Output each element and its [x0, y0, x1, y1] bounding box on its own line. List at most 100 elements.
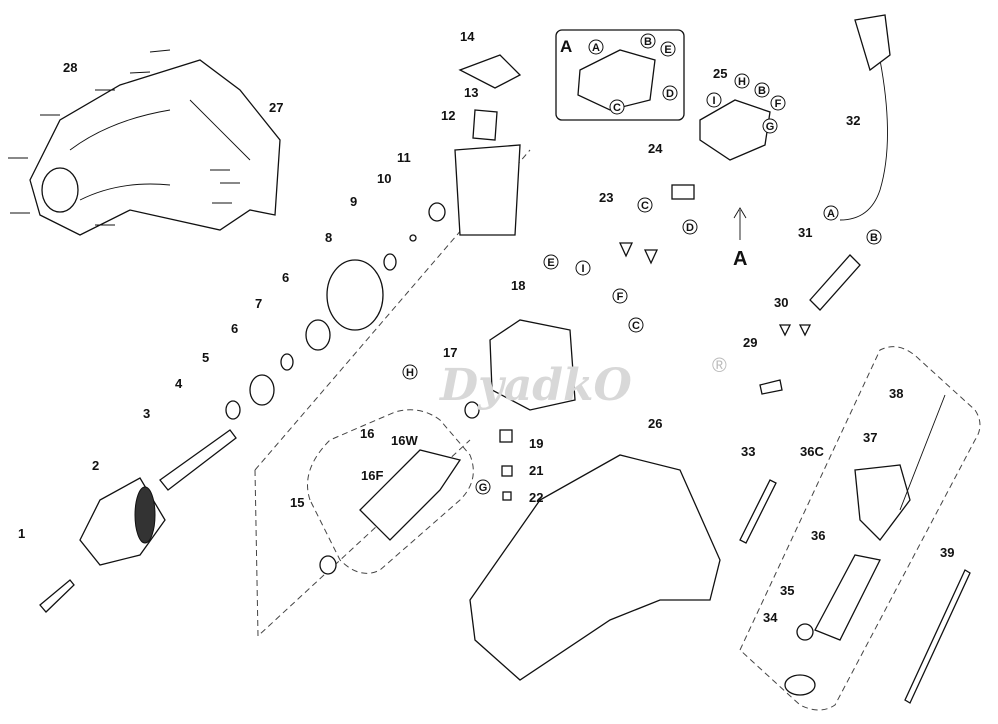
part-label: 6 [231, 321, 238, 336]
wire-label-text: B [758, 85, 766, 97]
wire-label-text: D [666, 88, 674, 100]
stator [489, 319, 576, 411]
chuck [79, 477, 166, 566]
wire-label: I [575, 260, 591, 276]
part-label: 33 [741, 444, 755, 459]
label-circle [734, 73, 750, 89]
switch-25 [699, 99, 771, 161]
housing-half [29, 59, 281, 236]
wire-label-text: A [592, 42, 600, 54]
wire-label: D [682, 219, 698, 235]
wire-label: C [609, 99, 625, 115]
part-label: 13 [464, 85, 478, 100]
nut-35 [796, 623, 814, 641]
brush-holder [499, 429, 513, 443]
part-label: 15 [290, 495, 304, 510]
washer-34 [784, 674, 816, 696]
wire-label-text: D [686, 222, 694, 234]
armature [359, 449, 462, 541]
wire-label-text: E [664, 44, 671, 56]
aux-handle [814, 554, 881, 641]
label-circle [754, 82, 770, 98]
wire-label-text: F [617, 291, 624, 303]
ball [409, 234, 417, 242]
depth-stop [904, 569, 971, 704]
part-label: 6 [282, 270, 289, 285]
screws-30 [778, 324, 812, 337]
wire-label: B [754, 82, 770, 98]
label-circle [588, 39, 604, 55]
part-label: 2 [92, 458, 99, 473]
wire-label: I [706, 92, 722, 108]
part-label: 29 [743, 335, 757, 350]
label-circle [823, 205, 839, 221]
handle-group-outline [739, 346, 981, 711]
wire-label: A [823, 205, 839, 221]
wire-label-text: H [406, 367, 414, 379]
wire-label-text: C [613, 102, 621, 114]
label-circle [866, 229, 882, 245]
wire-label: G [475, 479, 491, 495]
part-label: 38 [889, 386, 903, 401]
circlip [280, 353, 294, 371]
wire-label-text: G [479, 482, 488, 494]
wire-label: D [662, 85, 678, 101]
wire-label-text: C [632, 320, 640, 332]
screw-23 [618, 242, 659, 265]
bearing-plate [454, 144, 521, 236]
part-label: 25 [713, 66, 727, 81]
label-circle [762, 118, 778, 134]
part-label: 7 [255, 296, 262, 311]
part-label: 26 [648, 416, 662, 431]
label-circle [575, 260, 591, 276]
part-label: 1 [18, 526, 25, 541]
handle-clamp [854, 464, 911, 541]
view-label: A [733, 248, 747, 270]
wire-label: E [543, 254, 559, 270]
wire-label-text: I [712, 95, 715, 107]
wire-label: B [640, 33, 656, 49]
wire-label-text: C [641, 200, 649, 212]
wire-label: H [734, 73, 750, 89]
part-label: 27 [269, 100, 283, 115]
part-label: 8 [325, 230, 332, 245]
label-circle [706, 92, 722, 108]
cord-clamp-29 [759, 379, 783, 395]
wire-label-text: A [827, 208, 835, 220]
sleeve-bearing [428, 202, 446, 222]
watermark-text: DyadkO [438, 360, 632, 411]
label-circle [682, 219, 698, 235]
part-label: 11 [397, 150, 411, 165]
label-circle [543, 254, 559, 270]
part-label: 32 [846, 113, 860, 128]
label-circle [612, 288, 628, 304]
part-label: 9 [350, 194, 357, 209]
wire-label: A [588, 39, 604, 55]
label-circle [640, 33, 656, 49]
drill-housing [469, 454, 721, 681]
wire-label-text: I [581, 263, 584, 275]
chuck-screw [39, 579, 75, 613]
label-circle [637, 197, 653, 213]
wire-label-text: H [738, 76, 746, 88]
circlip [383, 253, 397, 271]
ring [225, 400, 241, 420]
chuck-key [739, 479, 777, 544]
part-label: 36 [811, 528, 825, 543]
part-label: 14 [460, 29, 475, 44]
bearing-15 [319, 555, 337, 575]
part-label: 23 [599, 190, 613, 205]
plug [854, 14, 891, 72]
part-label: 37 [863, 430, 877, 445]
label-circle [770, 95, 786, 111]
power-cord [839, 59, 888, 221]
part-label: 12 [441, 108, 455, 123]
part-label: 34 [763, 610, 778, 625]
wire-label: H [402, 364, 418, 380]
plate [472, 109, 498, 141]
registered-mark: ® [712, 355, 727, 377]
part-label: 35 [780, 583, 794, 598]
housing-screws [8, 49, 240, 226]
